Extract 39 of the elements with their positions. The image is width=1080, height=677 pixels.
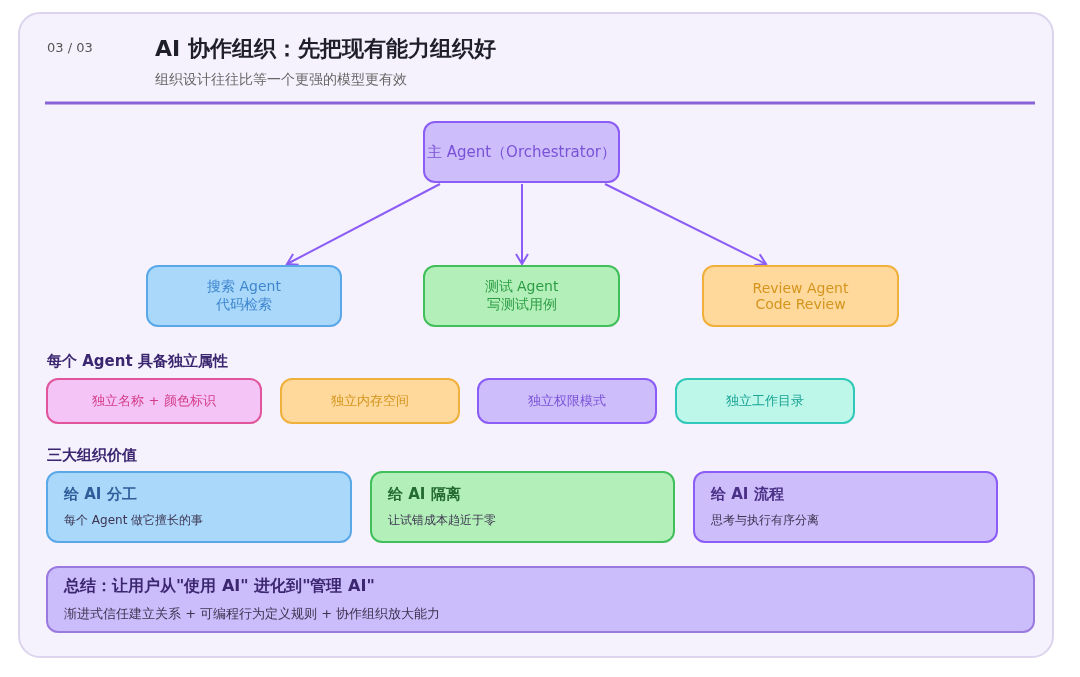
section-heading: 每个 Agent 具备独立属性 [47,352,228,371]
section-heading: 三大组织价值 [47,446,137,465]
orchestrator-box [423,121,620,183]
box-label: 独立权限模式 [528,392,606,410]
box-label: 测试 Agent [484,278,559,296]
card-heading: 给 AI 隔离 [388,485,461,504]
attribute-box [477,378,657,424]
attribute-box [46,378,262,424]
box-label: 独立工作目录 [726,392,804,410]
card-text: 让试错成本趋近于零 [388,512,496,529]
attribute-box [280,378,460,424]
page-title: AI 协作组织：先把现有能力组织好 [155,35,496,63]
card-heading: 给 AI 流程 [711,485,784,504]
agent-box [423,265,620,327]
box-label: 代码检索 [216,296,272,314]
summary-box [46,566,1035,633]
value-card [693,471,998,543]
card-heading: 总结：让用户从"使用 AI" 进化到"管理 AI" [64,576,375,597]
arrow [286,183,441,266]
box-label: 主 Agent（Orchestrator） [426,142,617,162]
card-text: 每个 Agent 做它擅长的事 [64,512,204,529]
box-label: 独立名称 + 颜色标识 [92,392,216,410]
box-label: 写测试用例 [486,296,557,314]
card-text: 渐进式信任建立关系 + 可编程行为定义规则 + 协作组织放大能力 [64,605,441,623]
box-label: 独立内存空间 [331,392,409,410]
value-card [370,471,675,543]
value-card [46,471,352,543]
agent-box [146,265,342,327]
subtitle: 组织设计往往比等一个更强的模型更有效 [155,71,407,89]
agent-box [702,265,899,327]
box-label: Code Review [755,296,846,312]
card-heading: 给 AI 分工 [64,485,137,504]
box-label: Review Agent [752,280,849,296]
page-number: 03 / 03 [47,40,93,55]
card-text: 思考与执行有序分离 [711,512,819,529]
arrow [515,183,529,265]
arrow [604,183,767,266]
box-label: 搜索 Agent [207,278,281,296]
attribute-box [675,378,855,424]
